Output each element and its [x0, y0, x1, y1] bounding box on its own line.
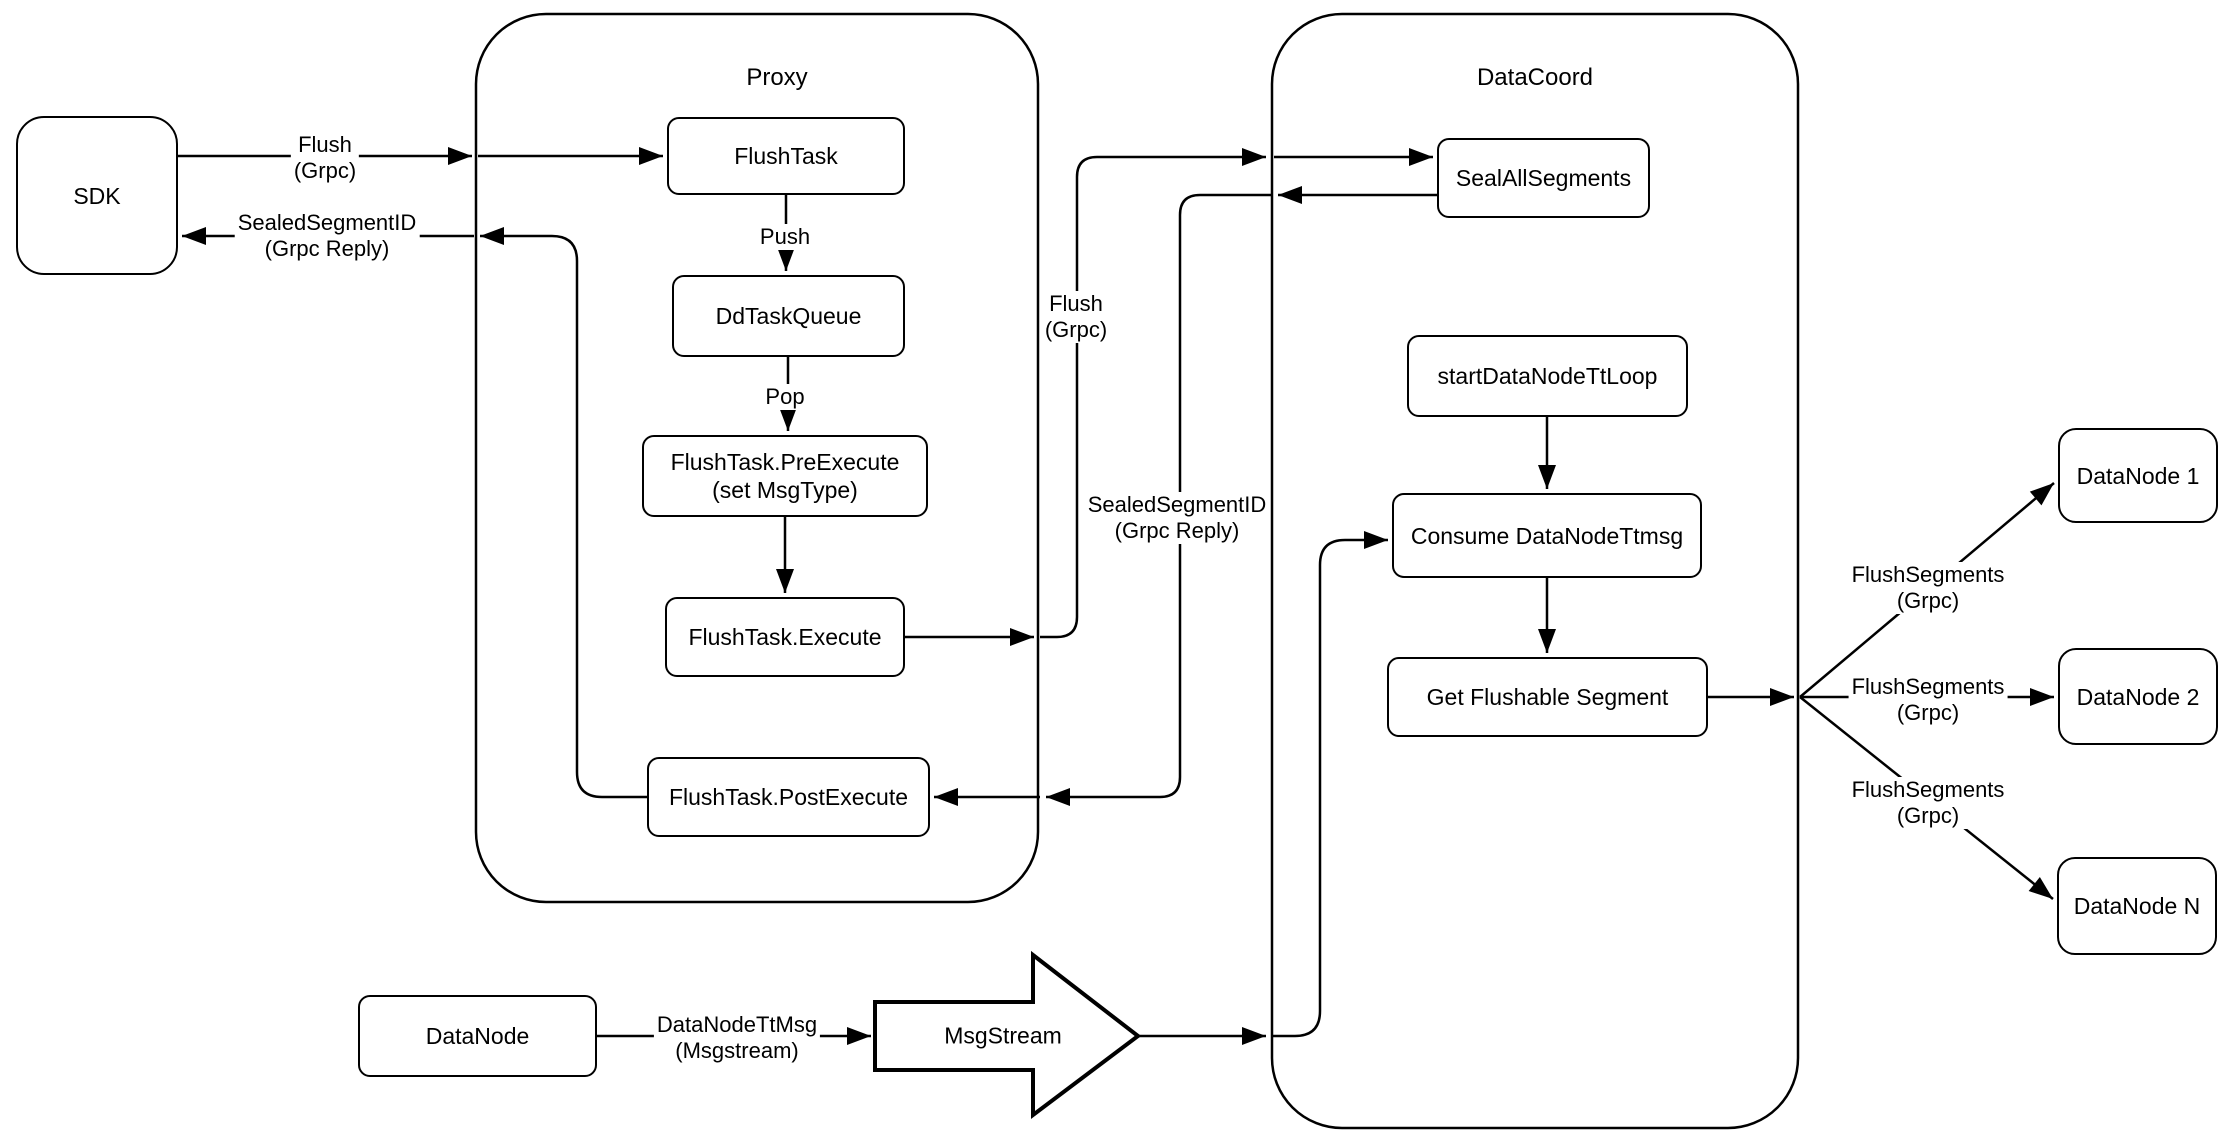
- edge-label-flush-grpc-mid: Flush (Grpc): [1041, 291, 1111, 343]
- edge-label-flushsegments-1: FlushSegments (Grpc): [1848, 562, 2008, 614]
- node-datanode: DataNode: [358, 995, 597, 1077]
- node-datanode-2: DataNode 2: [2058, 648, 2218, 745]
- node-ddtaskqueue: DdTaskQueue: [672, 275, 905, 357]
- edge-label-sealedsegmentid-sdk: SealedSegmentID (Grpc Reply): [234, 210, 420, 262]
- node-startdatanodettloop: startDataNodeTtLoop: [1407, 335, 1688, 417]
- edge-label-flushsegments-3: FlushSegments (Grpc): [1848, 777, 2008, 829]
- edges: [178, 147, 2055, 1045]
- node-get-flushable-segment: Get Flushable Segment: [1387, 657, 1708, 737]
- edge-flush-up-to-datacoord: [1040, 148, 1266, 639]
- node-flushtask-postexecute: FlushTask.PostExecute: [647, 757, 930, 837]
- proxy-container: [474, 12, 1040, 904]
- node-consume-datanodettmsg: Consume DataNodeTtmsg: [1392, 493, 1702, 578]
- node-flushtask-execute: FlushTask.Execute: [665, 597, 905, 677]
- proxy-title: Proxy: [746, 64, 808, 91]
- edge-label-flush-grpc-sdk: Flush (Grpc): [290, 132, 360, 184]
- edge-label-push: Push: [756, 224, 814, 250]
- edge-label-datanodettmsg: DataNodeTtMsg (Msgstream): [653, 1012, 821, 1064]
- node-sealallsegments: SealAllSegments: [1437, 138, 1650, 218]
- edge-msgstream-up-into-consume: [1272, 531, 1388, 1038]
- datacoord-container: [1270, 12, 1800, 1130]
- node-flushtask: FlushTask: [667, 117, 905, 195]
- node-datanode-1: DataNode 1: [2058, 428, 2218, 523]
- edge-postexecute-reply-out-of-proxy: [480, 227, 647, 799]
- node-sdk: SDK: [16, 116, 178, 275]
- datacoord-title: DataCoord: [1476, 64, 1594, 91]
- node-flushtask-preexecute: FlushTask.PreExecute (set MsgType): [642, 435, 928, 517]
- node-datanode-n: DataNode N: [2057, 857, 2217, 955]
- msgstream-shape: [873, 950, 1142, 1120]
- edge-label-sealedsegmentid-mid: SealedSegmentID (Grpc Reply): [1084, 492, 1270, 544]
- edge-label-pop: Pop: [762, 384, 808, 410]
- msgstream-label: MsgStream: [944, 1022, 1062, 1049]
- edge-label-flushsegments-2: FlushSegments (Grpc): [1848, 674, 2008, 726]
